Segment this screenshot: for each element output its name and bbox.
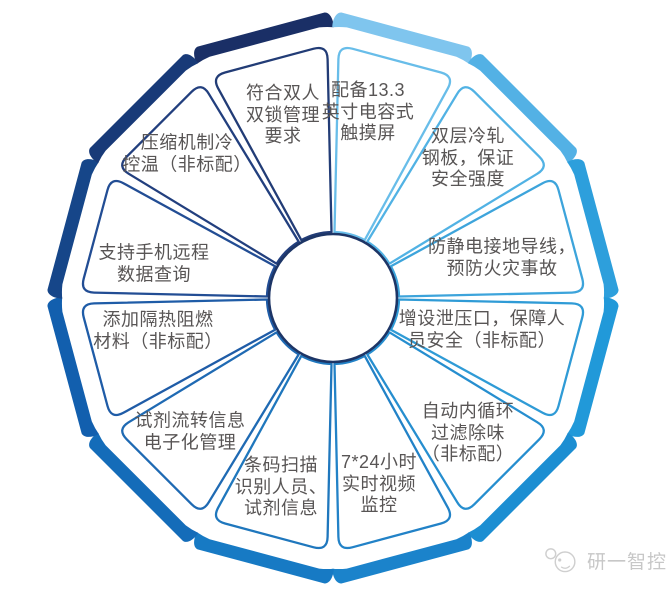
segment-label-试剂流转: 试剂流转信息 电子化管理 (134, 410, 246, 453)
feature-band-4 (567, 297, 619, 437)
feature-cell-9 (81, 298, 277, 417)
segment-cells (81, 46, 585, 550)
watermark-text: 研一智控 (586, 551, 667, 573)
segment-label-压缩机制冷: 压缩机制冷 控温（非标配） (122, 132, 252, 175)
feature-band-7 (194, 532, 334, 584)
segment-label-内循环: 自动内循环 过滤除味 （非标配） (421, 400, 515, 464)
feature-band-11 (89, 54, 199, 164)
feature-band-9 (47, 297, 99, 437)
center-circle (267, 232, 399, 364)
feature-cell-8 (121, 331, 300, 510)
feature-band-1 (332, 12, 472, 64)
feature-band-8 (89, 432, 199, 542)
feature-cell-2 (366, 86, 545, 265)
segment-label-视频监控: 7*24小时 实时视频 监控 (340, 451, 418, 515)
segment-label-泄压口: 增设泄压口，保障人 员安全（非标配） (398, 308, 566, 351)
segment-label-触摸屏: 配备13.3 英寸电容式 触摸屏 (321, 79, 415, 143)
outer-band-ring (47, 12, 619, 584)
segment-label-条码扫描: 条码扫描 识别人员、 试剂信息 (234, 454, 328, 518)
feature-cell-5 (366, 331, 545, 510)
feature-band-3 (567, 159, 619, 299)
feature-cell-0 (214, 46, 333, 242)
feature-cell-3 (389, 179, 585, 298)
feature-band-10 (47, 159, 99, 299)
feature-cell-6 (333, 354, 452, 550)
feature-cell-4 (389, 298, 585, 417)
feature-band-6 (332, 532, 472, 584)
segment-label-冷轧钢板: 双层冷轧 钢板，保证 安全强度 (421, 125, 515, 189)
feature-band-5 (467, 432, 577, 542)
feature-cell-10 (81, 179, 277, 298)
watermark: 研一智控 (541, 539, 667, 581)
segment-label-隔热阻燃: 添加隔热阻燃 材料（非标配） (93, 309, 223, 352)
feature-cell-1 (333, 46, 452, 242)
feature-band-2 (467, 54, 577, 164)
segment-label-双锁管理: 符合双人 双锁管理 要求 (246, 82, 320, 146)
brand-logo-icon (545, 548, 576, 573)
feature-band-0 (194, 12, 334, 64)
feature-cell-7 (214, 354, 333, 550)
segment-label-防静电: 防静电接地导线， 预防火灾事故 (428, 236, 576, 279)
feature-cell-11 (121, 86, 300, 265)
segment-label-手机远程: 支持手机远程 数据查询 (98, 242, 210, 285)
